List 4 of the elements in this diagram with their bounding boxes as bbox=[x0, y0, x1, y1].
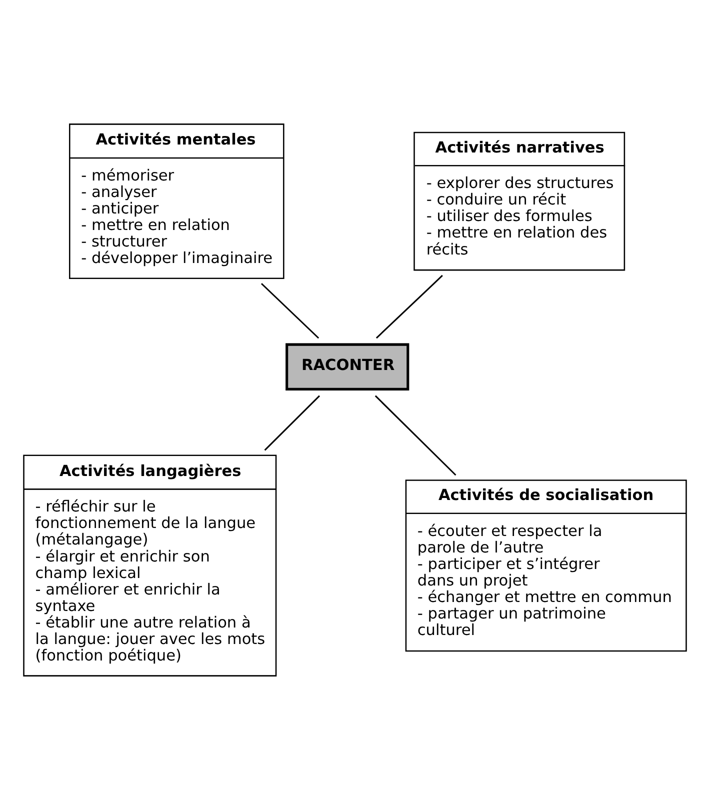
connector bbox=[374, 394, 456, 476]
connector bbox=[260, 282, 320, 338]
connector bbox=[376, 274, 443, 338]
connector bbox=[264, 394, 320, 450]
